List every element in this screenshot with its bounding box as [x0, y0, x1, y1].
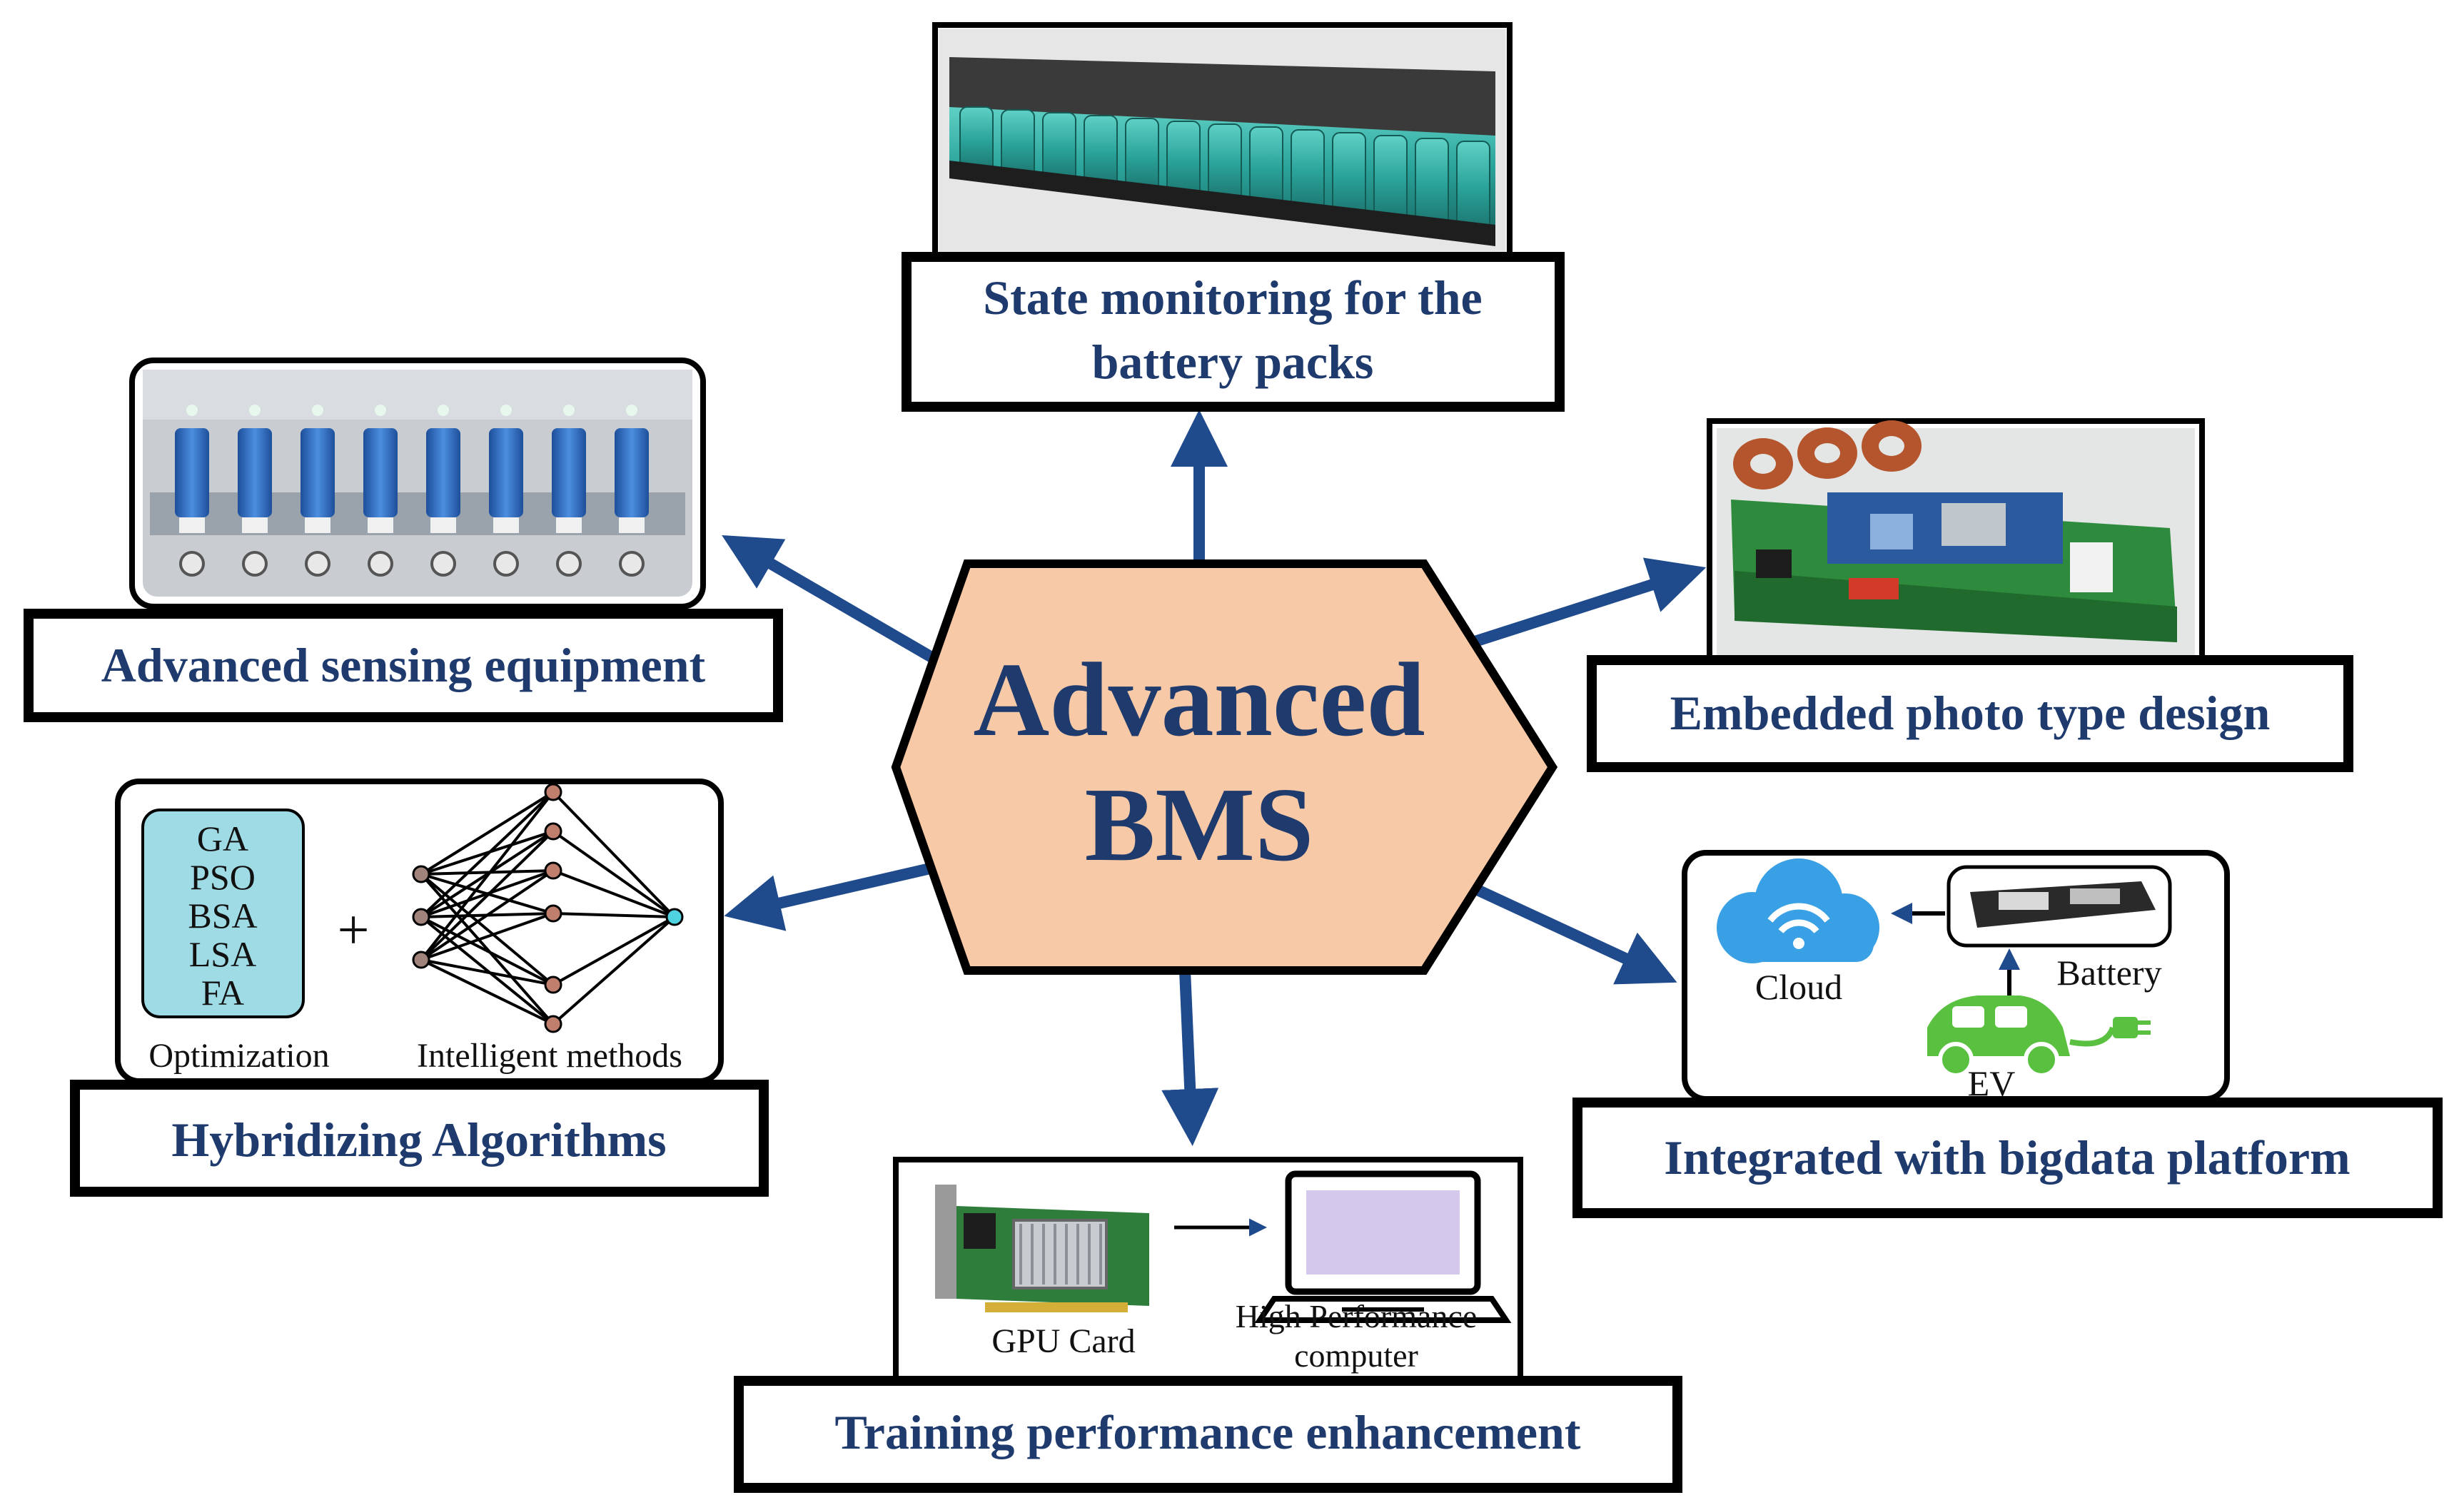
sensing-label-box — [24, 609, 783, 722]
bigdata-label-box — [1572, 1098, 2443, 1218]
center-hexagon: Advanced BMS — [891, 559, 1558, 975]
algorithm-item: PSO — [190, 857, 256, 897]
sensing-label: Advanced sensing equipment — [101, 638, 706, 692]
embedded-label-box — [1587, 655, 2353, 772]
hybridizing-label: Hybridizing Algorithms — [171, 1113, 666, 1167]
cloud-caption: Cloud — [1755, 967, 1842, 1007]
center-title-line1: Advanced — [973, 642, 1425, 759]
state-monitoring-line1: State monitoring for the — [983, 270, 1482, 325]
battery-caption: Battery — [2056, 953, 2161, 993]
electric-car-icon — [1927, 995, 2151, 1078]
hybridizing-label-box — [70, 1080, 769, 1197]
optimization-caption: Optimization — [148, 1037, 329, 1075]
battery-icon — [1970, 881, 2156, 928]
plus-sign: + — [337, 899, 369, 962]
algorithm-item: LSA — [189, 934, 256, 974]
cloud-icon — [1717, 858, 1879, 963]
training-label: Training performance enhancement — [834, 1405, 1580, 1459]
node-training: GPU Card High Performance computer Train… — [734, 1157, 1682, 1493]
algorithm-list-box — [141, 809, 305, 1018]
algorithm-item: GA — [197, 819, 248, 858]
gpu-caption: GPU Card — [991, 1322, 1135, 1360]
hpc-caption-line1: High Performance — [1236, 1298, 1478, 1334]
intelligent-methods-caption: Intelligent methods — [417, 1037, 682, 1075]
arrow-to-sensing — [722, 534, 971, 683]
node-sensing: Advanced sensing equipment — [24, 358, 783, 722]
neural-network-icon — [412, 783, 684, 1033]
sensing-equipment-photo — [129, 358, 706, 609]
state-monitoring-label-box — [902, 252, 1565, 412]
algorithm-item: FA — [201, 973, 244, 1013]
battery-pack-photo — [932, 22, 1513, 263]
hpc-caption-line2: computer — [1294, 1337, 1418, 1374]
algorithm-item: BSA — [188, 896, 257, 936]
sensing-battery-cells — [175, 428, 649, 533]
embedded-board-photo — [1707, 418, 2205, 667]
gpu-heatsink-fins — [1019, 1224, 1102, 1284]
node-embedded: Embedded photo type design — [1587, 418, 2353, 772]
laptop-icon — [1254, 1170, 1512, 1323]
battery-cells — [959, 106, 1490, 235]
node-bigdata: Cloud Battery EV Integrated with bigdata… — [1572, 850, 2443, 1218]
gpu-card-icon — [935, 1185, 1149, 1312]
bigdata-label: Integrated with bigdata platform — [1664, 1130, 2350, 1185]
training-label-box — [734, 1376, 1682, 1493]
state-monitoring-line2: battery packs — [1092, 335, 1374, 389]
sensing-connectors — [179, 405, 645, 577]
arrow-to-training — [1161, 970, 1219, 1146]
embedded-label: Embedded photo type design — [1670, 686, 2271, 740]
node-state-monitoring: State monitoring for the battery packs — [902, 22, 1565, 412]
hexagon-shape — [891, 559, 1558, 975]
ev-caption: EV — [1968, 1063, 2016, 1103]
inductor-coils — [1733, 420, 1922, 490]
center-title-line2: BMS — [1085, 766, 1314, 883]
